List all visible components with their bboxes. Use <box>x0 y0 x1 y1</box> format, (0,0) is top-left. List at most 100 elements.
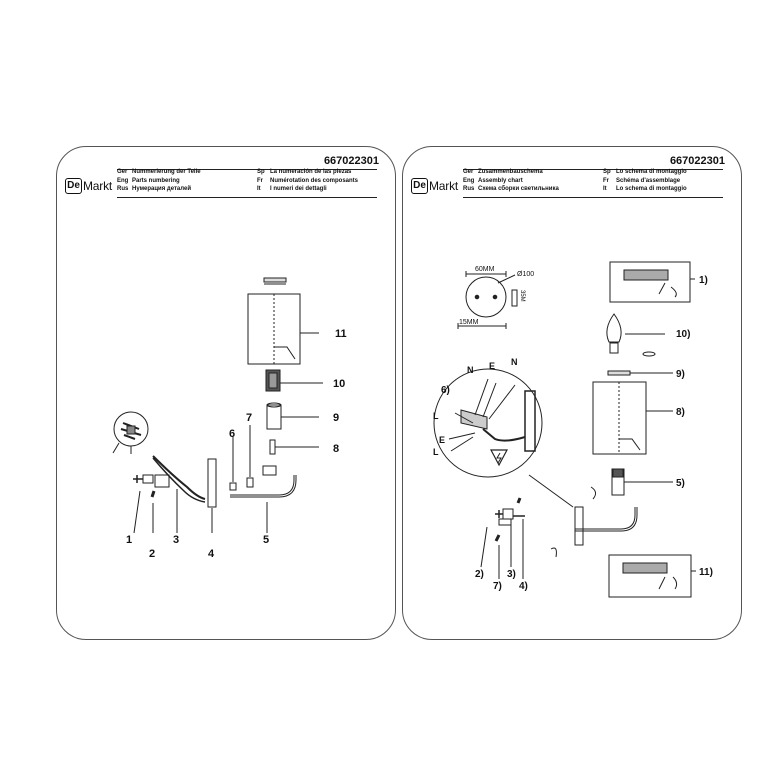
mounting-plate-dims: 60MM Ø100 15MM 35M <box>457 266 534 329</box>
logo-text: Markt <box>83 179 113 193</box>
lang-code: Ger <box>463 169 474 175</box>
label-2: 2 <box>149 548 155 560</box>
lang-code: Fr <box>603 177 609 184</box>
label-s10: 10) <box>676 329 690 340</box>
screw-part <box>133 474 156 533</box>
label-s2: 2) <box>475 569 484 580</box>
socket-arm-part <box>550 468 673 558</box>
label-4: 4 <box>208 548 215 560</box>
shade-ring-part <box>263 277 287 285</box>
lang-code: Eng <box>117 177 129 184</box>
lamp-shade-part <box>592 381 673 455</box>
bracket-part <box>133 474 170 534</box>
logo-mark: De <box>65 178 82 194</box>
dim-depth: 35M <box>519 290 525 302</box>
title-row: Eng Assembly chart Fr Schéma d'assemblag… <box>463 178 723 187</box>
assembly-chart-sheet: De Markt 667022301 Ger Zusammenbauschema… <box>402 146 742 640</box>
lang-code: Sp <box>603 169 611 175</box>
label-5: 5 <box>263 534 269 546</box>
label-s3: 3) <box>507 569 516 580</box>
title-text: La numeración de las piezas <box>270 169 352 175</box>
label-1: 1 <box>126 534 132 546</box>
assembly-diagram: 60MM Ø100 15MM 35M <box>433 261 713 598</box>
title-text: Lo schema di montaggio <box>616 186 687 192</box>
title-lines: Ger Zusammenbauschema Sp Lo schema di mo… <box>463 169 723 195</box>
title-text: Parts numbering <box>132 177 180 184</box>
header-rule-bottom <box>117 197 377 198</box>
title-row: Rus Схема сборки светильника It Lo schem… <box>463 186 723 195</box>
label-s7: 7) <box>493 581 502 592</box>
curved-arm-part <box>230 465 297 533</box>
mounting-hardware <box>480 497 525 579</box>
label-8: 8 <box>333 443 339 455</box>
label-s9: 9) <box>676 369 685 380</box>
socket-ring-part <box>266 402 319 430</box>
label-11: 11 <box>335 328 347 340</box>
label-s1: 1) <box>699 275 708 286</box>
dim-offset: 15MM <box>459 319 479 326</box>
nut-part <box>246 425 254 488</box>
lamp-socket-part <box>265 369 323 392</box>
washer-part <box>229 437 237 491</box>
product-code: 667022301 <box>669 155 725 167</box>
title-lines: Ger Nummerierung der Teile Sp La numerac… <box>117 169 377 195</box>
cable-part <box>152 455 206 533</box>
logo-mark: De <box>411 178 428 194</box>
screwdriver-inset-bottom <box>608 554 696 598</box>
label-s8: 8) <box>676 407 685 418</box>
title-text: Схема сборки светильника <box>478 186 559 192</box>
label-s11: 11) <box>699 567 713 578</box>
label-s4: 4) <box>519 581 528 592</box>
lang-code: Rus <box>117 186 129 192</box>
product-code: 667022301 <box>323 155 379 167</box>
wire-label-n2: N <box>511 357 518 367</box>
nipple-part <box>269 439 319 455</box>
lang-code: It <box>257 186 261 192</box>
wire-label-e1: E <box>489 361 495 371</box>
lang-code: Fr <box>257 177 263 184</box>
lang-code: Ger <box>117 169 128 175</box>
sheet-header: De Markt 667022301 Ger Zusammenbauschema… <box>403 147 743 217</box>
sheet-header: De Markt 667022301 Ger Nummerierung der … <box>57 147 397 217</box>
title-text: Nummerierung der Teile <box>132 169 201 175</box>
title-row: Rus Нумерация деталей It I numeri dei de… <box>117 186 377 195</box>
label-s5: 5) <box>676 478 685 489</box>
label-9: 9 <box>333 412 339 424</box>
wire-detail-inset <box>112 411 149 454</box>
brand-logo: De Markt <box>65 177 112 195</box>
title-row: Ger Zusammenbauschema Sp Lo schema di mo… <box>463 169 723 178</box>
wire-label-n1: N <box>467 365 474 375</box>
lang-code: Sp <box>257 169 265 175</box>
lamp-shade-part <box>247 293 319 365</box>
lang-code: Eng <box>463 177 475 184</box>
wiring-detail-inset <box>433 368 574 508</box>
dim-width: 60MM <box>475 266 495 273</box>
title-text: Assembly chart <box>478 177 523 184</box>
wall-plate-part <box>207 458 217 533</box>
label-s6: 6) <box>441 385 450 396</box>
title-text: Schéma d'assemblage <box>616 177 681 184</box>
label-6: 6 <box>229 428 235 440</box>
header-rule-top <box>117 169 377 170</box>
parts-numbering-sheet: De Markt 667022301 Ger Nummerierung der … <box>56 146 396 640</box>
label-7: 7 <box>246 412 252 424</box>
label-10: 10 <box>333 378 345 390</box>
lang-code: It <box>603 186 607 192</box>
header-rule-top <box>463 169 723 170</box>
label-3: 3 <box>173 534 179 546</box>
title-text: Lo schema di montaggio <box>616 169 687 175</box>
wire-label-e2: E <box>439 435 445 445</box>
title-text: I numeri dei dettagli <box>270 186 327 192</box>
title-row: Eng Parts numbering Fr Numérotation des … <box>117 178 377 187</box>
header-rule-bottom <box>463 197 723 198</box>
brand-logo: De Markt <box>411 177 458 195</box>
title-row: Ger Nummerierung der Teile Sp La numerac… <box>117 169 377 178</box>
title-text: Numérotation des composants <box>270 177 359 184</box>
dim-diameter: Ø100 <box>517 271 534 278</box>
title-text: Нумерация деталей <box>132 186 192 192</box>
screwdriver-inset-top <box>609 261 695 303</box>
shade-ring-part <box>607 370 673 376</box>
logo-text: Markt <box>429 179 459 193</box>
bulb-part <box>606 313 665 357</box>
lang-code: Rus <box>463 186 475 192</box>
